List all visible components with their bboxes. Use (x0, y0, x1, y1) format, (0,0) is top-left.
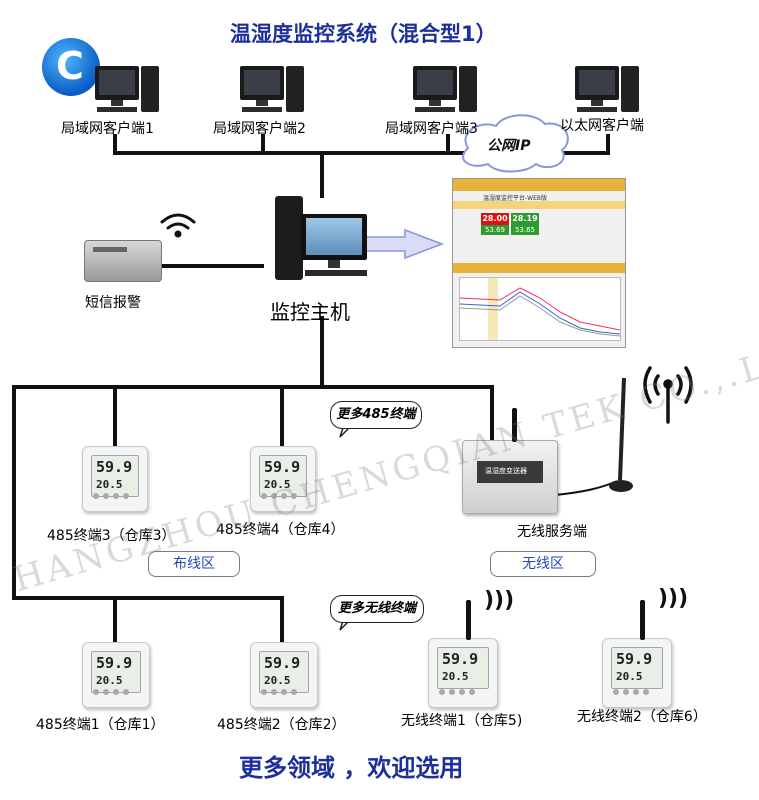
label-terminal-4: 485终端4（仓库4） (216, 522, 345, 538)
sensor-device: 59.9 20.5 (82, 642, 150, 708)
label-host: 监控主机 (270, 300, 350, 324)
computer-icon (413, 66, 477, 114)
server-label-plate: 温湿度变送器 (477, 461, 543, 483)
device-temp: 59.9 (96, 458, 133, 476)
device-temp: 59.9 (264, 458, 301, 476)
zone-wired: 布线区 (148, 551, 240, 577)
device-temp: 59.9 (616, 650, 653, 668)
zone-wireless: 无线区 (490, 551, 596, 577)
screen-reading-4: 53.65 (511, 225, 539, 235)
wifi-icon (160, 213, 196, 238)
screen-header-bar (453, 179, 625, 191)
screen-chart-area (459, 277, 621, 341)
device-temp: 59.9 (442, 650, 479, 668)
screen-reading-2: 28.19 (511, 213, 539, 225)
wireless-sensor-device: 59.9 20.5 (428, 638, 498, 708)
footer-slogan: 更多领域 ，欢迎选用 (239, 754, 464, 782)
signal-mast-icon (643, 366, 693, 424)
server-antenna-icon (512, 408, 517, 442)
sensor-device: 59.9 20.5 (250, 446, 316, 512)
public-ip-cloud (462, 114, 569, 173)
sensor-device: 59.9 20.5 (250, 642, 318, 708)
device-antenna-icon (640, 600, 645, 640)
label-sms-alarm: 短信报警 (85, 295, 141, 311)
sms-modem-icon (84, 240, 162, 282)
company-logo: C (42, 38, 100, 96)
label-wireless-terminal-1: 无线终端1（仓库5) (401, 713, 523, 729)
logo-letter: C (56, 44, 84, 88)
screen-header-text: 温湿度监控平台-WEB版 (483, 195, 548, 202)
label-terminal-1: 485终端1（仓库1） (36, 717, 165, 733)
label-wireless-server: 无线服务端 (517, 524, 587, 540)
label-terminal-2: 485终端2（仓库2） (217, 717, 346, 733)
host-computer-icon (265, 196, 375, 286)
device-hum: 20.5 (264, 674, 291, 687)
screen-reading-3: 53.69 (481, 225, 509, 235)
device-temp: 59.9 (96, 654, 133, 672)
server-label-text: 温湿度变送器 (485, 467, 527, 475)
label-public-ip: 公网IP (487, 138, 531, 154)
device-hum: 20.5 (96, 674, 123, 687)
page-title: 温湿度监控系统（混合型1） (230, 22, 497, 46)
screen-reading-1: 28.00 (481, 213, 509, 225)
antenna-cable (553, 480, 617, 497)
computer-icon (575, 66, 639, 114)
web-platform-screenshot: 温湿度监控平台-WEB版 28.00 28.19 53.69 53.65 (452, 178, 626, 348)
more-485-bubble: 更多485终端 (330, 401, 422, 429)
device-temp: 59.9 (264, 654, 301, 672)
device-hum: 20.5 (616, 670, 643, 683)
computer-icon (240, 66, 304, 114)
wireless-server-device: 温湿度变送器 (462, 440, 558, 514)
computer-icon (95, 66, 159, 114)
sensor-device: 59.9 20.5 (82, 446, 148, 512)
more-wireless-bubble: 更多无线终端 (330, 595, 424, 623)
label-lan-client-1: 局域网客户端1 (61, 121, 154, 137)
antenna-icon (609, 377, 633, 492)
device-antenna-icon (466, 600, 471, 640)
device-hum: 20.5 (96, 478, 123, 491)
signal-waves-icon: ))) (658, 586, 689, 611)
label-lan-client-2: 局域网客户端2 (213, 121, 306, 137)
label-lan-client-3: 局域网客户端3 (385, 121, 478, 137)
label-ethernet-client: 以太网客户端 (560, 118, 644, 134)
signal-waves-icon: ))) (484, 588, 515, 613)
wireless-sensor-device: 59.9 20.5 (602, 638, 672, 708)
label-wireless-terminal-2: 无线终端2（仓库6） (577, 709, 707, 725)
device-hum: 20.5 (442, 670, 469, 683)
label-terminal-3: 485终端3（仓库3） (47, 528, 176, 544)
device-hum: 20.5 (264, 478, 291, 491)
